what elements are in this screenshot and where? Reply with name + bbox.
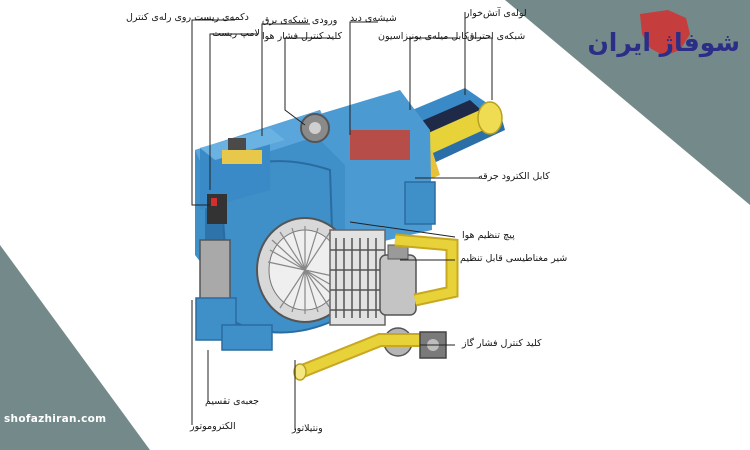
label-solenoid-valve: شیر مغناطیسی قابل تنظیم (460, 253, 568, 264)
label-sight-glass: شیشه‌ی دید (350, 13, 397, 24)
fan-wheel (256, 217, 386, 326)
label-combustion-grid: شبکه‌ی احتراق (467, 31, 526, 42)
leader-lines (191, 12, 493, 430)
label-gas-pressure-switch: کلید کنترل فشار گاز (462, 338, 542, 349)
label-air-pressure-switch: کلید کنترل فشار هوا (262, 31, 343, 42)
top-right-gray-shape (505, 0, 750, 205)
label-air-adjust-screw: پیچ تنظیم هوا (462, 230, 515, 241)
label-gearbox: جعبه‌ی تقسیم (205, 396, 259, 407)
bottom-left-gray-shape (0, 245, 150, 450)
air-pressure-switch (300, 113, 330, 143)
label-reset-button: دکمه‌ی ریست روی رله‌ی کنترل (126, 12, 249, 23)
label-spark-input: ورودی شبکه‌ی برق (262, 15, 338, 26)
label-flame-tube: لوله‌ی آتش‌خوار (465, 8, 527, 19)
brand-logo: شوفاژ ایران (587, 28, 740, 57)
label-electrode-cable: کابل الکترود جرقه (478, 171, 550, 182)
label-ignition-cable: کابل میله‌ی یونیزاسیون (378, 31, 469, 42)
label-electromotor: الکتروموتور (190, 421, 236, 432)
label-fan: ونتیلاتور (292, 423, 323, 434)
iran-map-icon (640, 10, 690, 56)
label-reset-lamp: لامپ ریست (212, 28, 260, 39)
website-watermark: shofazhiran.com (4, 413, 107, 425)
electromotor (195, 239, 273, 351)
control-box (200, 128, 285, 224)
